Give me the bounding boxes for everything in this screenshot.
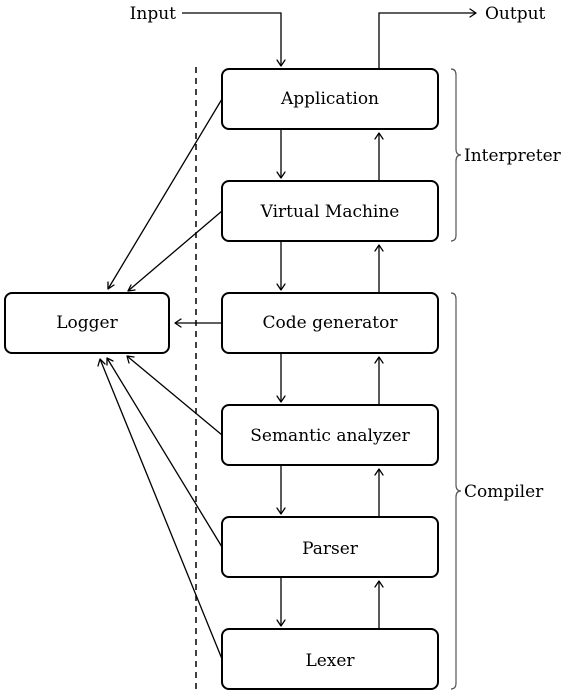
semantic-analyzer-box: Semantic analyzer [221, 404, 439, 466]
arrow-vm-to-logger [127, 210, 223, 292]
code-generator-label: Code generator [263, 313, 399, 333]
down-arrow-vm-to-codegen [276, 242, 286, 291]
input-label: Input [130, 4, 176, 24]
up-arrow-lexer-to-parser [374, 580, 384, 629]
compiler-brace [450, 292, 462, 690]
logger-box: Logger [4, 292, 170, 354]
arrow-lexer-to-logger [97, 358, 223, 660]
interpreter-label: Interpreter [464, 146, 562, 166]
application-box: Application [221, 68, 439, 130]
up-arrow-codegen-to-vm [374, 244, 384, 293]
arrow-application-to-logger [107, 98, 223, 290]
up-arrow-vm-to-application [374, 132, 384, 181]
parser-label: Parser [302, 539, 359, 559]
up-arrow-parser-to-semantic [374, 468, 384, 517]
output-arrow [378, 8, 477, 68]
semantic-analyzer-label: Semantic analyzer [250, 426, 410, 446]
output-label: Output [485, 4, 546, 24]
arrow-semantic-to-logger [126, 355, 223, 436]
input-arrow [182, 12, 286, 67]
lexer-label: Lexer [305, 651, 355, 671]
code-generator-box: Code generator [221, 292, 439, 354]
logger-label: Logger [56, 313, 118, 333]
down-arrow-semantic-to-parser [276, 466, 286, 515]
compiler-label: Compiler [464, 482, 544, 502]
down-arrow-codegen-to-semantic [276, 354, 286, 403]
parser-box: Parser [221, 516, 439, 578]
lexer-box: Lexer [221, 628, 439, 690]
arrow-codegen-to-logger [174, 318, 222, 328]
arrow-parser-to-logger [106, 357, 223, 548]
interpreter-brace [450, 68, 462, 242]
down-arrow-parser-to-lexer [276, 578, 286, 627]
virtual-machine-box: Virtual Machine [221, 180, 439, 242]
virtual-machine-label: Virtual Machine [260, 202, 400, 222]
application-label: Application [280, 89, 379, 109]
up-arrow-semantic-to-codegen [374, 356, 384, 405]
down-arrow-application-to-vm [276, 130, 286, 179]
